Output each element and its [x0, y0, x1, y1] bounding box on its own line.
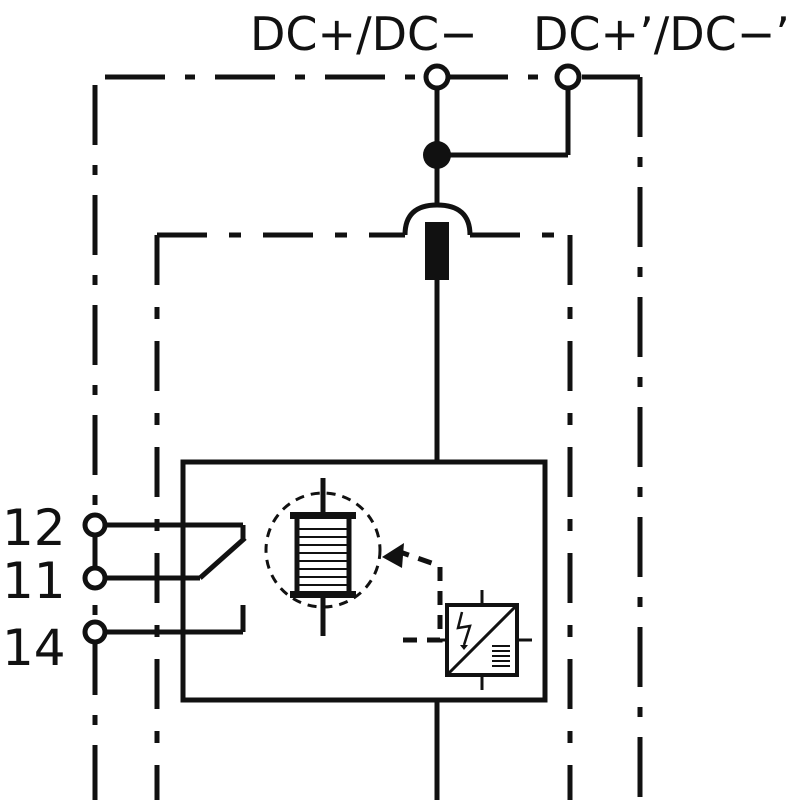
terminal-label-dc: DC+/DC−: [250, 7, 478, 61]
signal-arrow-icon: [382, 543, 443, 643]
terminal-label-dc-prime: DC+’/DC−’: [533, 7, 790, 61]
contact-label-11: 11: [2, 552, 66, 610]
terminal-dc-prime: [554, 63, 582, 91]
outer-enclosure-boundary: [92, 74, 643, 800]
contact-terminal-14: [82, 619, 108, 645]
main-conductor: [402, 88, 571, 800]
monitoring-module-box: [180, 459, 548, 703]
contact-label-14: 14: [2, 619, 66, 677]
relay-contact-wiring: [104, 522, 247, 635]
inner-module-boundary: [154, 232, 573, 800]
varistor-element: [425, 222, 449, 280]
relay-coil-icon: [264, 478, 382, 636]
contact-label-12: 12: [2, 499, 66, 557]
terminal-dc: [423, 63, 451, 91]
surge-detector-icon: [432, 590, 532, 690]
junction-dot: [423, 141, 451, 169]
contact-terminal-11: [82, 565, 108, 591]
contact-terminal-12: [82, 512, 108, 538]
